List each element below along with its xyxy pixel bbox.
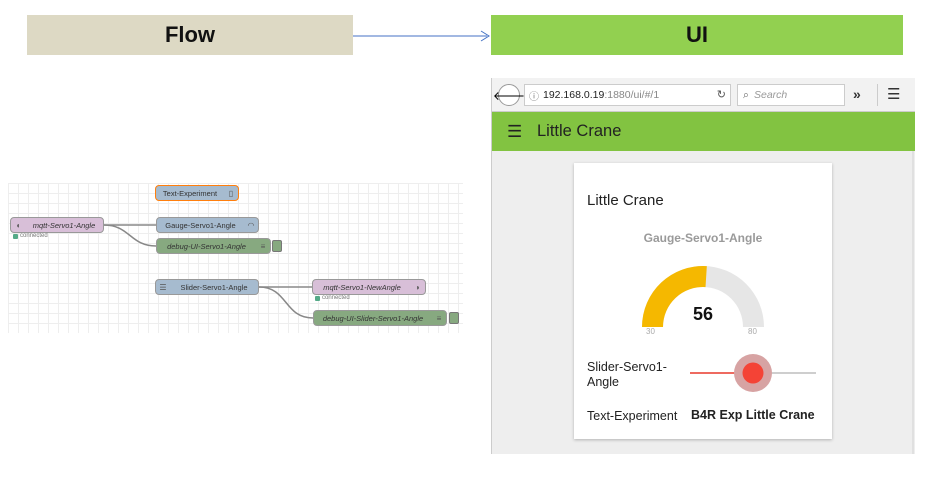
gauge-icon: ◠ (247, 220, 255, 230)
flow-banner: Flow (27, 15, 353, 55)
text-widget-label: Text-Experiment (587, 409, 678, 423)
node-label: debug-UI-Slider-Servo1-Angle (322, 313, 424, 323)
browser-window: 🡐 ⓘ 192.168.0.19:1880/ui/#/1 ↻ ⌕ Search … (491, 78, 915, 454)
arrow-icon (353, 30, 490, 42)
reload-icon[interactable]: ↻ (716, 89, 726, 101)
slider-widget[interactable] (690, 353, 820, 393)
ui-banner: UI (491, 15, 903, 55)
debug-toggle-button[interactable] (272, 240, 282, 252)
app-body: Little Crane Gauge-Servo1-Angle 56 30 80… (492, 151, 915, 454)
address-bar[interactable]: ⓘ 192.168.0.19:1880/ui/#/1 ↻ (524, 84, 731, 106)
status-text: connected (322, 295, 350, 301)
status-text: connected (20, 233, 48, 239)
url-path: :1880/ui/#/1 (604, 89, 660, 101)
overflow-chevron-icon[interactable]: » (853, 86, 861, 102)
flow-wires (103, 224, 314, 319)
search-icon: ⌕ (743, 88, 749, 101)
node-mqtt-servo1-angle[interactable]: ◖ mqtt-Servo1-Angle (10, 217, 104, 233)
hamburger-menu-icon[interactable]: ☰ (507, 121, 523, 141)
app-header: ☰ Little Crane (492, 112, 915, 151)
flow-canvas[interactable]: Text-Experiment ▯ ◖ mqtt-Servo1-Angle co… (8, 183, 463, 333)
node-slider-servo1-angle[interactable]: ☰ Slider-Servo1-Angle (155, 279, 259, 295)
node-label: Text-Experiment (162, 188, 218, 198)
node-status: connected (315, 295, 350, 301)
dashboard-card: Little Crane Gauge-Servo1-Angle 56 30 80… (574, 163, 832, 439)
debug-icon: ≡ (260, 241, 266, 251)
info-icon[interactable]: ⓘ (529, 91, 539, 103)
gauge-fill (642, 266, 707, 327)
gauge-title: Gauge-Servo1-Angle (643, 231, 763, 245)
search-input[interactable]: ⌕ Search (737, 84, 845, 106)
toolbar-divider (877, 84, 878, 106)
gauge-min-label: 30 (646, 327, 655, 336)
status-dot-icon (13, 233, 18, 239)
mqtt-icon: ◗ (415, 282, 421, 292)
url-host: 192.168.0.19 (543, 89, 605, 101)
status-dot-icon (315, 295, 320, 301)
node-gauge-servo1-angle[interactable]: Gauge-Servo1-Angle ◠ (156, 217, 259, 233)
gauge-value: 56 (692, 304, 714, 324)
mqtt-icon: ◖ (15, 220, 21, 230)
debug-icon: ≡ (436, 313, 442, 323)
node-label: Slider-Servo1-Angle (180, 282, 248, 292)
node-label: debug-UI-Servo1-Angle (167, 241, 246, 251)
node-label: mqtt-Servo1-NewAngle (323, 282, 401, 292)
slider-icon: ☰ (159, 282, 167, 292)
node-label: Gauge-Servo1-Angle (165, 220, 236, 230)
node-mqtt-servo1-newangle[interactable]: mqtt-Servo1-NewAngle ◗ (312, 279, 426, 295)
node-text-experiment[interactable]: Text-Experiment ▯ (155, 185, 239, 201)
back-arrow-icon[interactable]: 🡐 (493, 84, 525, 106)
debug-toggle-button[interactable] (449, 312, 459, 324)
node-debug-ui-slider-servo1-angle[interactable]: debug-UI-Slider-Servo1-Angle ≡ (313, 310, 447, 326)
scrollbar[interactable] (912, 151, 914, 454)
node-debug-ui-servo1-angle[interactable]: debug-UI-Servo1-Angle ≡ (156, 238, 271, 254)
slider-thumb (742, 362, 764, 384)
node-label: mqtt-Servo1-Angle (32, 220, 96, 230)
browser-toolbar: 🡐 ⓘ 192.168.0.19:1880/ui/#/1 ↻ ⌕ Search … (492, 78, 915, 112)
search-placeholder: Search (754, 89, 788, 101)
gauge-max-label: 80 (748, 327, 757, 336)
gauge-widget (642, 266, 764, 327)
slider-label: Slider-Servo1-Angle (587, 360, 667, 389)
card-title: Little Crane (587, 192, 664, 209)
text-widget-value: B4R Exp Little Crane (691, 408, 815, 422)
browser-menu-icon[interactable]: ☰ (887, 86, 901, 103)
text-icon: ▯ (228, 188, 234, 198)
node-status: connected (13, 233, 48, 239)
app-title: Little Crane (537, 122, 622, 140)
